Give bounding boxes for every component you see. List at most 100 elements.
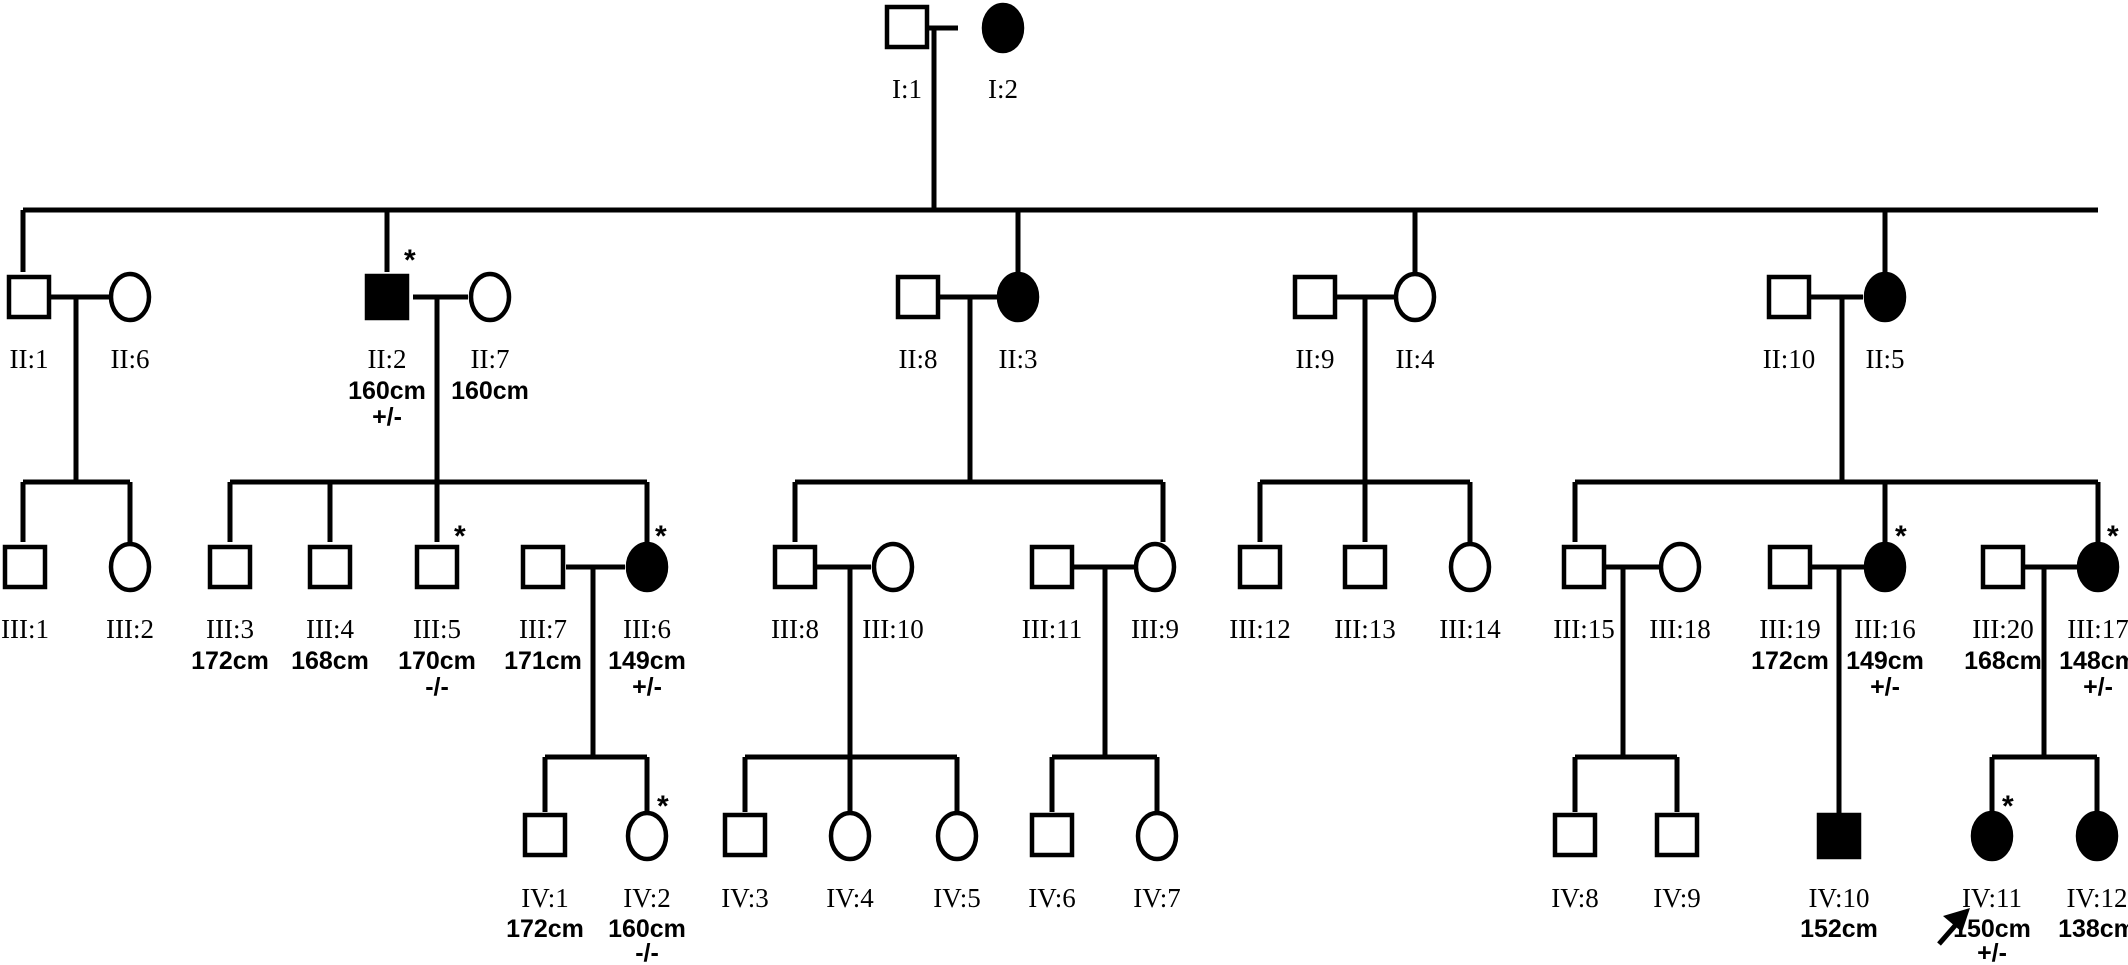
id-labels: I:1 I:2 II:1 II:6 II:2 II:7 II:8 II:3 II… bbox=[1, 74, 2128, 913]
label-II2: II:2 bbox=[368, 344, 407, 374]
symbol-III20 bbox=[1980, 544, 2026, 590]
label-III9: III:9 bbox=[1131, 614, 1179, 644]
label-III6: III:6 bbox=[623, 614, 671, 644]
star-IV11: * bbox=[2002, 790, 2014, 823]
proband-arrow-icon bbox=[1937, 908, 1970, 946]
label-III2: III:2 bbox=[106, 614, 154, 644]
label-III19: III:19 bbox=[1759, 614, 1820, 644]
symbol-III13 bbox=[1342, 544, 1388, 590]
label-IV12: IV:12 bbox=[2067, 883, 2128, 913]
symbol-I1 bbox=[884, 4, 930, 50]
symbol-IV12 bbox=[2075, 810, 2119, 862]
height-IV1: 172cm bbox=[506, 915, 584, 943]
label-III13: III:13 bbox=[1334, 614, 1395, 644]
genotype-III17: +/- bbox=[2083, 673, 2113, 701]
height-III4: 168cm bbox=[291, 647, 369, 675]
label-III15: III:15 bbox=[1553, 614, 1614, 644]
symbol-III17 bbox=[2076, 541, 2120, 593]
symbol-III19 bbox=[1767, 544, 1813, 590]
label-IV2: IV:2 bbox=[623, 883, 671, 913]
height-III3: 172cm bbox=[191, 647, 269, 675]
label-III20: III:20 bbox=[1972, 614, 2033, 644]
label-III8: III:8 bbox=[771, 614, 819, 644]
height-IV11: 150cm bbox=[1953, 915, 2031, 943]
info-labels: 160cm +/- 160cm 172cm 168cm 170cm -/- 17… bbox=[191, 377, 2128, 965]
label-II3: II:3 bbox=[999, 344, 1038, 374]
label-IV1: IV:1 bbox=[521, 883, 569, 913]
height-III17: 148cm bbox=[2059, 647, 2128, 675]
label-III16: III:16 bbox=[1854, 614, 1915, 644]
symbol-II2 bbox=[364, 273, 410, 321]
label-II8: II:8 bbox=[899, 344, 938, 374]
symbol-III4 bbox=[307, 544, 353, 590]
label-IV3: IV:3 bbox=[721, 883, 769, 913]
height-III20: 168cm bbox=[1964, 647, 2042, 675]
symbol-IV7 bbox=[1135, 810, 1179, 862]
label-III14: III:14 bbox=[1439, 614, 1501, 644]
label-II1: II:1 bbox=[10, 344, 49, 374]
height-III6: 149cm bbox=[608, 647, 686, 675]
star-II2: * bbox=[404, 244, 416, 277]
label-IV7: IV:7 bbox=[1133, 883, 1181, 913]
label-IV9: IV:9 bbox=[1653, 883, 1701, 913]
symbol-III9 bbox=[1133, 541, 1177, 593]
genotype-III5: -/- bbox=[425, 673, 449, 701]
label-IV6: IV:6 bbox=[1028, 883, 1076, 913]
symbol-IV5 bbox=[935, 810, 979, 862]
label-I2: I:2 bbox=[988, 74, 1018, 104]
symbol-III3 bbox=[207, 544, 253, 590]
symbol-III15 bbox=[1561, 544, 1607, 590]
symbol-IV3 bbox=[722, 812, 768, 858]
height-IV10: 152cm bbox=[1800, 915, 1878, 943]
sequenced-markers: * * * * * * * bbox=[404, 244, 2119, 823]
symbol-IV8 bbox=[1552, 812, 1598, 858]
label-III17: III:17 bbox=[2067, 614, 2128, 644]
symbol-III18 bbox=[1658, 541, 1702, 593]
symbol-II1 bbox=[6, 274, 52, 320]
symbol-II7 bbox=[468, 271, 512, 323]
label-IV4: IV:4 bbox=[826, 883, 874, 913]
label-III11: III:11 bbox=[1022, 614, 1082, 644]
height-IV12: 138cm bbox=[2058, 915, 2128, 943]
label-III5: III:5 bbox=[413, 614, 461, 644]
genotype-II2: +/- bbox=[372, 403, 402, 431]
label-II7: II:7 bbox=[471, 344, 510, 374]
label-III4: III:4 bbox=[306, 614, 354, 644]
label-IV11: IV:11 bbox=[1962, 883, 2022, 913]
label-III1: III:1 bbox=[1, 614, 49, 644]
height-II2: 160cm bbox=[348, 377, 426, 405]
symbol-III6 bbox=[625, 541, 669, 593]
label-III3: III:3 bbox=[206, 614, 254, 644]
symbol-IV11 bbox=[1970, 810, 2014, 862]
symbol-III16 bbox=[1863, 541, 1907, 593]
symbol-II3 bbox=[996, 271, 1040, 323]
pedigree-lines bbox=[20, 25, 2101, 837]
label-IV5: IV:5 bbox=[933, 883, 981, 913]
genotype-IV2: -/- bbox=[635, 939, 659, 965]
label-II6: II:6 bbox=[111, 344, 150, 374]
genotype-IV11: +/- bbox=[1977, 939, 2007, 965]
label-III10: III:10 bbox=[862, 614, 923, 644]
symbol-II6 bbox=[108, 271, 152, 323]
height-III19: 172cm bbox=[1751, 647, 1829, 675]
label-II5: II:5 bbox=[1866, 344, 1905, 374]
symbol-IV4 bbox=[828, 810, 872, 862]
symbol-III12 bbox=[1237, 544, 1283, 590]
symbol-IV9 bbox=[1654, 812, 1700, 858]
star-IV2: * bbox=[657, 790, 669, 823]
symbol-II4 bbox=[1393, 271, 1437, 323]
height-III7: 171cm bbox=[504, 647, 582, 675]
symbol-IV6 bbox=[1029, 812, 1075, 858]
symbol-II10 bbox=[1766, 274, 1812, 320]
symbol-II5 bbox=[1863, 271, 1907, 323]
label-III12: III:12 bbox=[1229, 614, 1290, 644]
symbol-IV2 bbox=[625, 810, 669, 862]
genotype-III16: +/- bbox=[1870, 673, 1900, 701]
symbol-III1 bbox=[2, 544, 48, 590]
star-III17: * bbox=[2107, 520, 2119, 553]
label-II4: II:4 bbox=[1396, 344, 1435, 374]
label-I1: I:1 bbox=[892, 74, 922, 104]
height-III16: 149cm bbox=[1846, 647, 1924, 675]
symbol-II8 bbox=[895, 274, 941, 320]
height-II7: 160cm bbox=[451, 377, 529, 405]
